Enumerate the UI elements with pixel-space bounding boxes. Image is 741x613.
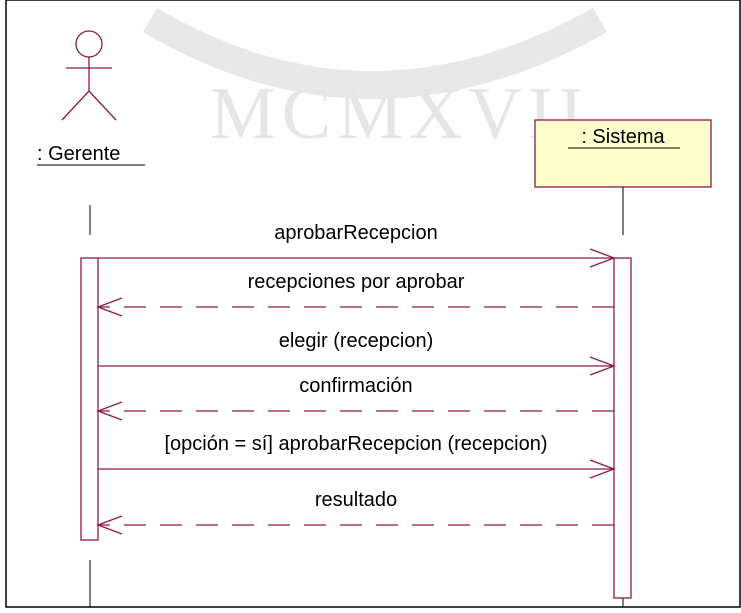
message-arrowhead-4 xyxy=(96,401,123,421)
object-box xyxy=(534,119,712,188)
message-arrowhead-2 xyxy=(96,297,123,317)
watermark-seal: MCMXVII xyxy=(142,7,607,155)
message-arrowhead-6 xyxy=(96,515,123,535)
message-label-3: elegir (recepcion) xyxy=(279,330,434,352)
object-label: : Sistema xyxy=(581,126,665,148)
message-label-5: [opción = sí] aprobarRecepcion (recepcio… xyxy=(165,433,548,455)
watermark-text: MCMXVII xyxy=(210,73,589,155)
message-label-6: resultado xyxy=(315,489,397,511)
message-arrowhead-3 xyxy=(589,356,616,376)
message-arrowhead-5 xyxy=(589,459,616,479)
diagram-frame xyxy=(5,0,741,608)
messages-group: aprobarRecepcion recepciones por aprobar e… xyxy=(96,222,616,535)
actor-icon xyxy=(61,30,117,121)
message-arrowhead-1 xyxy=(589,248,616,268)
object-activation-bar xyxy=(613,257,632,599)
actor-label: : Gerente xyxy=(37,143,120,165)
actor-activation-bar xyxy=(80,257,99,541)
message-label-1: aprobarRecepcion xyxy=(274,222,437,244)
message-label-4: confirmación xyxy=(299,375,412,397)
message-label-2: recepciones por aprobar xyxy=(248,271,465,293)
